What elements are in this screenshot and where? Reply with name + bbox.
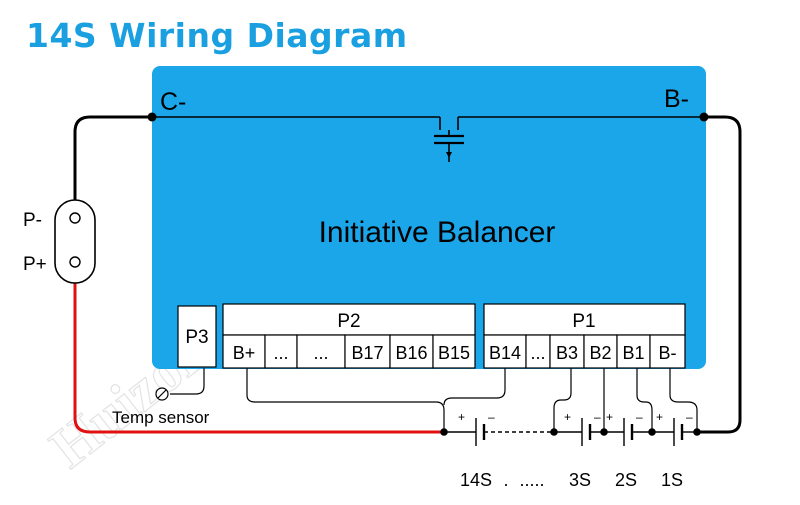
cell-label: . bbox=[503, 470, 508, 490]
plus-sign: + bbox=[564, 410, 571, 424]
junction-node bbox=[648, 428, 656, 436]
p2-pin-label: B+ bbox=[233, 343, 256, 363]
p2-pin bbox=[264, 334, 298, 369]
p1-pin bbox=[616, 334, 651, 369]
connector-p1: P1 B14... B3 B2 B1 B- bbox=[483, 303, 686, 369]
p1-pin bbox=[649, 334, 686, 369]
p1-pin-label: B14 bbox=[489, 343, 521, 363]
p2-pin-label: B17 bbox=[351, 343, 383, 363]
p2-pin bbox=[296, 334, 346, 369]
p2-pin bbox=[222, 334, 266, 369]
plus-sign: + bbox=[606, 410, 613, 424]
cell-label: ..... bbox=[519, 470, 544, 490]
p1-pin bbox=[525, 334, 551, 369]
p1-pin-label: ... bbox=[530, 343, 545, 363]
junction-node bbox=[440, 428, 448, 436]
battery-cells: +–+–+–+– bbox=[440, 410, 701, 446]
p2-pin-label: ... bbox=[273, 343, 288, 363]
p-minus-label: P- bbox=[23, 210, 42, 231]
p2-pin-label: B15 bbox=[438, 343, 470, 363]
p1-pin-label: B2 bbox=[589, 343, 611, 363]
p-plus-label: P+ bbox=[23, 254, 47, 275]
temp-sensor bbox=[155, 368, 205, 401]
cell-label: 1S bbox=[661, 470, 683, 490]
minus-sign: – bbox=[636, 410, 643, 424]
minus-sign: – bbox=[686, 410, 693, 424]
p-minus-terminal bbox=[69, 212, 81, 224]
p1-pin-label: B- bbox=[659, 343, 677, 363]
p-plus-terminal bbox=[69, 256, 81, 268]
cell-label: 14S bbox=[460, 470, 492, 490]
p1-label: P1 bbox=[572, 311, 595, 332]
board-name: Initiative Balancer bbox=[319, 216, 556, 249]
connector-p2: P2 B+...... B17 B16 B15 bbox=[222, 303, 476, 369]
positive-wire bbox=[73, 282, 444, 434]
p2-label: P2 bbox=[337, 311, 360, 332]
p2-pin bbox=[432, 334, 476, 369]
b-minus-label: B- bbox=[664, 85, 689, 113]
diagram-title: 14S Wiring Diagram bbox=[26, 16, 408, 55]
connector-p3: P3 bbox=[177, 305, 217, 368]
junction-node bbox=[550, 428, 558, 436]
minus-sign: – bbox=[594, 410, 601, 424]
cell-label: 3S bbox=[569, 470, 591, 490]
p2-pin bbox=[344, 334, 391, 369]
p1-pin-label: B1 bbox=[622, 343, 644, 363]
p1-pin-label: B3 bbox=[556, 343, 578, 363]
negative-wire-top bbox=[152, 116, 704, 162]
sense-leads bbox=[246, 368, 698, 432]
temp-sensor-label: Temp sensor bbox=[112, 408, 210, 427]
p2-pin-label: ... bbox=[313, 343, 328, 363]
c-minus-label: C- bbox=[160, 88, 186, 116]
plus-sign: + bbox=[656, 410, 663, 424]
junction-node bbox=[693, 428, 701, 436]
gate-arrow-icon bbox=[446, 152, 452, 158]
p3-label: P3 bbox=[185, 327, 208, 348]
junction-node bbox=[600, 428, 608, 436]
minus-sign: – bbox=[488, 410, 495, 424]
load-port bbox=[54, 199, 96, 284]
b-minus-wire bbox=[697, 115, 742, 434]
p2-pin-label: B16 bbox=[395, 343, 427, 363]
p-minus-wire bbox=[73, 115, 152, 203]
plus-sign: + bbox=[458, 410, 465, 424]
cell-label: 2S bbox=[615, 470, 637, 490]
cell-labels: 14S...... 3S 2S 1S bbox=[460, 470, 683, 490]
balancer-board bbox=[152, 66, 706, 369]
